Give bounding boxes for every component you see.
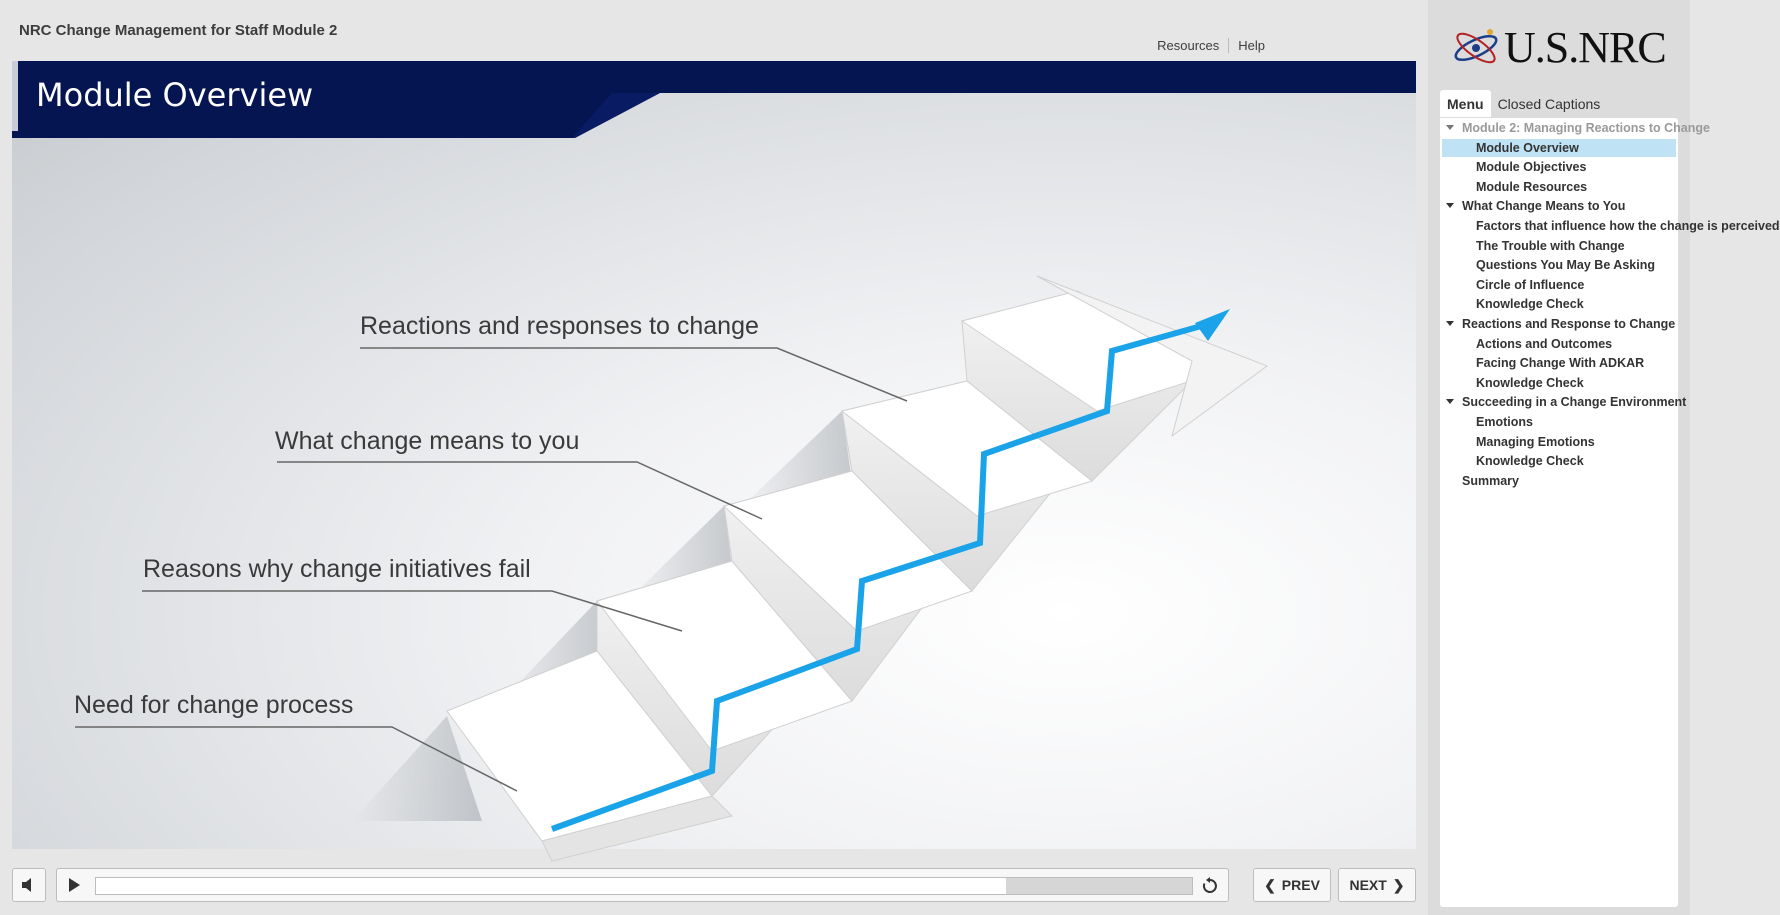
- speaker-icon: [22, 878, 31, 892]
- menu-section[interactable]: Summary: [1442, 472, 1676, 490]
- menu-item-label: Module Overview: [1476, 140, 1579, 155]
- tab-closed-captions[interactable]: Closed Captions: [1497, 96, 1601, 112]
- play-button[interactable]: [65, 876, 83, 894]
- caret-down-icon: [1446, 399, 1454, 405]
- menu-item-label: Module 2: Managing Reactions to Change: [1462, 121, 1710, 135]
- menu-item[interactable]: Facing Change With ADKAR: [1442, 354, 1676, 372]
- menu-item[interactable]: Knowledge Check: [1442, 374, 1676, 392]
- menu-item[interactable]: Module Resources: [1442, 178, 1676, 196]
- menu-section[interactable]: Reactions and Response to Change: [1442, 315, 1676, 333]
- menu-item[interactable]: Module Objectives: [1442, 158, 1676, 176]
- menu-item[interactable]: Managing Emotions: [1442, 433, 1676, 451]
- seekbar-container: [56, 868, 1229, 902]
- caret-down-icon: [1446, 125, 1454, 130]
- menu-item-label: Summary: [1462, 473, 1519, 488]
- slide-header-banner: [12, 61, 1416, 138]
- step-label-3: What change means to you: [275, 427, 580, 455]
- menu-item[interactable]: Knowledge Check: [1442, 295, 1676, 313]
- tab-menu[interactable]: Menu: [1440, 90, 1491, 117]
- menu-item-label: Factors that influence how the change is…: [1476, 219, 1780, 233]
- menu-section[interactable]: Succeeding in a Change Environment: [1442, 393, 1686, 411]
- slide-title: Module Overview: [36, 76, 314, 114]
- menu-item-label: The Trouble with Change: [1476, 238, 1625, 253]
- menu-section[interactable]: Module 2: Managing Reactions to Change: [1442, 119, 1710, 137]
- menu-item[interactable]: Circle of Influence: [1442, 276, 1676, 294]
- logo-text: U.S.NRC: [1504, 23, 1667, 72]
- menu-item[interactable]: Actions and Outcomes: [1442, 335, 1676, 353]
- caret-down-icon: [1446, 321, 1454, 326]
- atom-logo-icon: [1454, 28, 1498, 63]
- menu-item-label: Circle of Influence: [1476, 277, 1585, 292]
- chevron-right-icon: ❯: [1392, 876, 1405, 893]
- menu-item[interactable]: Factors that influence how the change is…: [1442, 217, 1780, 235]
- seek-bar[interactable]: [95, 877, 1193, 895]
- chevron-left-icon: ❮: [1264, 876, 1276, 893]
- menu-item-label: What Change Means to You: [1462, 199, 1626, 214]
- arrow-head-icon: [1195, 309, 1230, 341]
- staircase-graphic: [75, 275, 1269, 862]
- menu-item[interactable]: Module Overview: [1442, 138, 1676, 157]
- replay-icon: [1202, 877, 1217, 893]
- slide-stage: Module Overview: [12, 61, 1416, 862]
- menu-item-label: Emotions: [1476, 415, 1533, 429]
- step-label-2: Reasons why change initiatives fail: [143, 555, 531, 583]
- step-label-1: Need for change process: [74, 691, 354, 719]
- prev-button[interactable]: ❮ PREV: [1253, 868, 1331, 902]
- seek-bar-fill: [96, 878, 1006, 894]
- top-links: Resources Help: [1148, 38, 1274, 53]
- menu-item[interactable]: Knowledge Check: [1442, 452, 1676, 470]
- play-icon: [69, 878, 80, 892]
- menu-item-label: Succeeding in a Change Environment: [1462, 395, 1687, 410]
- sidebar: U.S.NRC Menu Closed Captions Module 2: M…: [1428, 0, 1780, 915]
- prev-label: PREV: [1281, 877, 1320, 893]
- mute-button[interactable]: [12, 868, 46, 902]
- nrc-logo: U.S.NRC: [1450, 22, 1667, 73]
- menu-item-label: Questions You May Be Asking: [1476, 258, 1655, 273]
- step-label-4: Reactions and responses to change: [360, 312, 759, 340]
- next-button[interactable]: NEXT ❯: [1338, 868, 1416, 902]
- resources-link[interactable]: Resources: [1157, 38, 1220, 53]
- menu-item-label: Reactions and Response to Change: [1462, 317, 1676, 331]
- menu-item[interactable]: Emotions: [1442, 413, 1676, 431]
- next-label: NEXT: [1349, 877, 1387, 893]
- progress-path-line: [550, 320, 1213, 832]
- menu-item-label: Managing Emotions: [1476, 434, 1595, 449]
- menu-section[interactable]: What Change Means to You: [1442, 197, 1676, 215]
- course-title: NRC Change Management for Staff Module 2: [19, 22, 338, 39]
- menu-item-label: Knowledge Check: [1476, 375, 1584, 390]
- menu-item-label: Module Resources: [1476, 179, 1588, 194]
- menu-item-label: Actions and Outcomes: [1476, 336, 1613, 351]
- menu-item-label: Knowledge Check: [1476, 297, 1584, 312]
- sidebar-tabs: Menu Closed Captions: [1440, 90, 1607, 117]
- menu-item-label: Facing Change With ADKAR: [1476, 356, 1645, 371]
- menu-item[interactable]: The Trouble with Change: [1442, 237, 1676, 255]
- menu-item[interactable]: Questions You May Be Asking: [1442, 256, 1676, 274]
- menu-item-label: Knowledge Check: [1476, 454, 1584, 469]
- menu-item-label: Module Objectives: [1476, 160, 1587, 175]
- caret-down-icon: [1446, 203, 1454, 209]
- help-link[interactable]: Help: [1228, 38, 1274, 53]
- replay-button[interactable]: [1200, 876, 1220, 896]
